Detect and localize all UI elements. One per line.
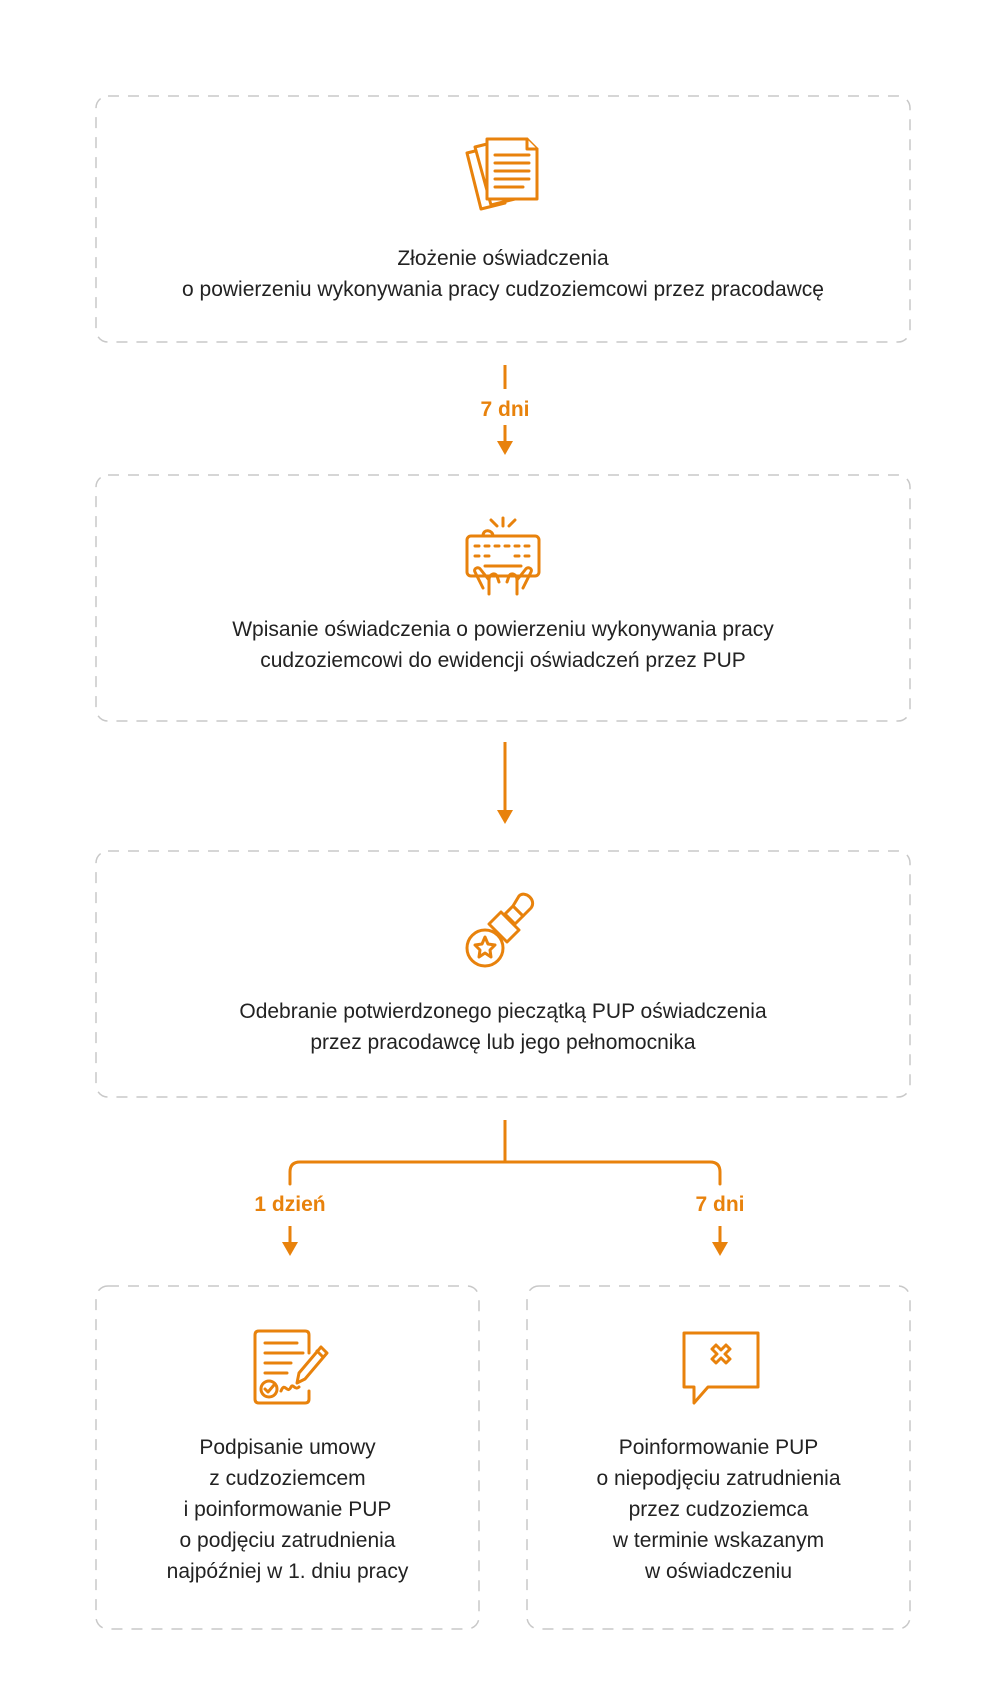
step-text-line: przez cudzoziemca: [628, 1498, 809, 1521]
dashed-frame: [95, 474, 911, 722]
arrow-step2-to-step3: [497, 742, 513, 824]
step-text-line: o powierzeniu wykonywania pracy cudzozie…: [182, 278, 824, 301]
step-text-line: Podpisanie umowy: [199, 1436, 376, 1459]
signed-contract-icon: [253, 1329, 329, 1405]
dashed-frame: [95, 850, 911, 1098]
step-text-1: Złożenie oświadczenia o powierzeniu wyko…: [95, 243, 911, 305]
step-text-line: przez pracodawcę lub jego pełnomocnika: [310, 1031, 696, 1054]
step-text-line: w oświadczeniu: [644, 1560, 793, 1583]
step-text-line: Odebranie potwierdzonego pieczątką PUP o…: [239, 1000, 767, 1023]
split-connector: [288, 1120, 722, 1186]
arrow-label-7-dni: 7 dni: [480, 398, 530, 421]
step-text-line: o niepodjęciu zatrudnienia: [596, 1467, 841, 1490]
documents-icon: [465, 137, 539, 211]
arrow-label-1-dzien: 1 dzień: [254, 1193, 326, 1216]
step-text-5: Poinformowanie PUP o niepodjęciu zatrudn…: [526, 1432, 911, 1587]
step-text-line: najpóźniej w 1. dniu pracy: [166, 1560, 409, 1583]
step-box-3: Odebranie potwierdzonego pieczątką PUP o…: [95, 850, 911, 1098]
stamp-icon: [465, 892, 534, 968]
step-text-line: Poinformowanie PUP: [618, 1436, 819, 1459]
step-text-line: w terminie wskazanym: [612, 1529, 825, 1552]
step-box-5: Poinformowanie PUP o niepodjęciu zatrudn…: [526, 1285, 911, 1630]
step-text-line: z cudzoziemcem: [209, 1467, 366, 1490]
step-text-line: Złożenie oświadczenia: [397, 247, 609, 270]
step-box-1: Złożenie oświadczenia o powierzeniu wyko…: [95, 95, 911, 343]
arrow-label-7-dni: 7 dni: [695, 1193, 745, 1216]
step-text-line: o podjęciu zatrudnienia: [179, 1529, 396, 1552]
step-box-4: Podpisanie umowy z cudzoziemcem i poinfo…: [95, 1285, 480, 1630]
step-text-line: cudzoziemcowi do ewidencji oświadczeń pr…: [260, 649, 746, 672]
arrow-step3-to-step4: [282, 1226, 298, 1256]
step-text-3: Odebranie potwierdzonego pieczątką PUP o…: [95, 996, 911, 1058]
step-box-2: Wpisanie oświadczenia o powierzeniu wyko…: [95, 474, 911, 722]
step-text-line: i poinformowanie PUP: [183, 1498, 392, 1521]
arrow-step1-to-step2: [497, 365, 513, 455]
step-text-line: Wpisanie oświadczenia o powierzeniu wyko…: [232, 618, 774, 641]
step-text-2: Wpisanie oświadczenia o powierzeniu wyko…: [95, 614, 911, 676]
arrow-step3-to-step5: [712, 1226, 728, 1256]
step-text-4: Podpisanie umowy z cudzoziemcem i poinfo…: [95, 1432, 480, 1587]
keyboard-typing-icon: [465, 516, 541, 596]
message-cancel-icon: [682, 1331, 760, 1405]
dashed-frame: [95, 95, 911, 343]
